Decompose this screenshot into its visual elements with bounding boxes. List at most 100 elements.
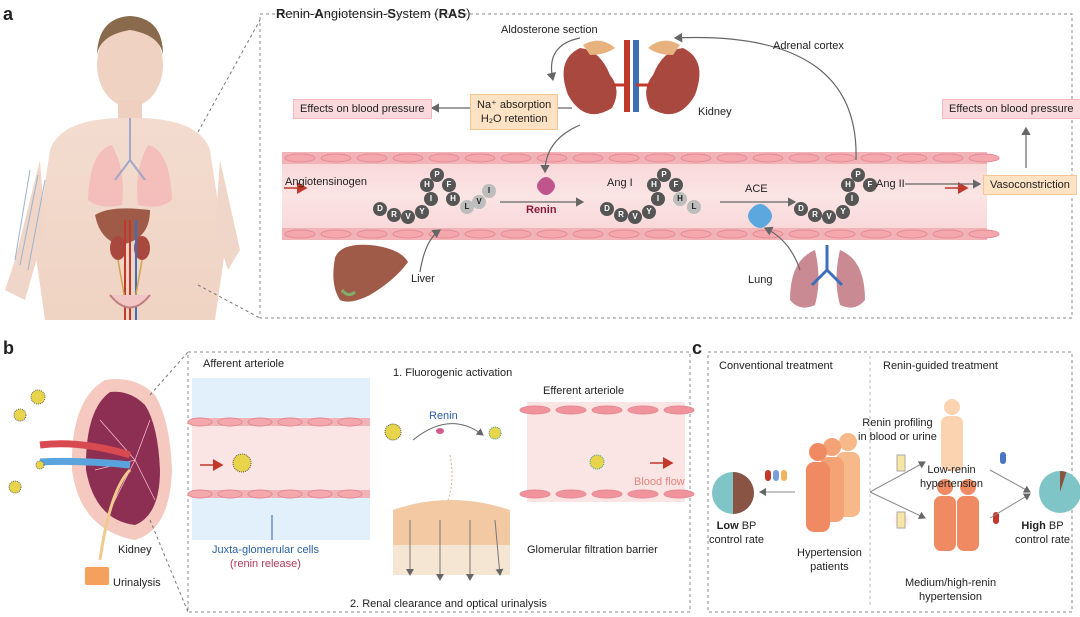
patients-label: Hypertension patients [797, 546, 862, 574]
effects-bp-left-box: Effects on blood pressure [293, 99, 432, 119]
peptide-bead: I [651, 192, 665, 206]
human-figure-illustration [5, 16, 240, 320]
renin-guided-label: Renin-guided treatment [883, 360, 998, 372]
juxta-line2: (renin release) [230, 558, 301, 570]
ace-label: ACE [745, 183, 768, 195]
glomerular-filtration-barrier [393, 454, 510, 581]
blood-flow-label: Blood flow [634, 476, 685, 488]
ang2-label: Ang II [876, 178, 905, 190]
low-bold: Low [716, 520, 739, 532]
peptide-bead: Y [836, 205, 850, 219]
med-renin-line2: hypertension [919, 591, 983, 603]
peptide-bead: H [446, 192, 460, 206]
panel-label-c: c [692, 338, 703, 358]
high-bp-label: High BP control rate [1015, 519, 1070, 547]
peptide-bead: P [851, 168, 865, 182]
blood-vessel [282, 152, 1000, 240]
gfb-label: Glomerular filtration barrier [527, 544, 658, 556]
peptide-bead: Y [415, 205, 429, 219]
high-renin-figure [934, 479, 979, 551]
low-renin-label: Low-renin hypertension [920, 463, 983, 491]
kidney-b-illustration [39, 379, 172, 561]
peptide-bead: D [373, 202, 387, 216]
afferent-arteriole [187, 378, 370, 540]
low-control-pie [712, 472, 754, 514]
kidney-label: Kidney [698, 106, 732, 118]
ang1-label: Ang I [607, 177, 633, 189]
renin-molecule [537, 177, 555, 195]
peptide-bead: F [669, 178, 683, 192]
patients-line2: patients [810, 561, 849, 573]
high-control-pie [1039, 471, 1080, 513]
aldosterone-label: Aldosterone section [501, 24, 598, 36]
lung-label: Lung [748, 274, 773, 286]
peptide-bead: F [442, 178, 456, 192]
peptide-bead: H [841, 178, 855, 192]
renin-label: Renin [526, 204, 557, 216]
angiotensinogen-label: Angiotensinogen [285, 176, 367, 188]
panel-label-b: b [3, 338, 14, 358]
peptide-bead: I [482, 184, 496, 198]
efferent-label: Efferent arteriole [543, 385, 625, 397]
peptide-bead: H [647, 178, 661, 192]
h2o-retention-text: H₂O retention [480, 113, 548, 125]
profiling-line1: Renin profiling [862, 417, 933, 429]
na-absorption-text: Na⁺ absorption [477, 99, 552, 111]
high-bold: High [1021, 520, 1046, 532]
ras-title: Renin-Angiotensin-System (RAS) [276, 6, 471, 21]
peptide-bead: Y [642, 205, 656, 219]
kidney-b-label: Kidney [118, 544, 152, 556]
peptide-bead: I [424, 192, 438, 206]
liver-label: Liver [411, 273, 435, 285]
efferent-arteriole [519, 402, 695, 502]
low-renin-line2: hypertension [920, 478, 983, 490]
pills-icon [765, 452, 1006, 524]
peptide-bead: R [808, 208, 822, 222]
peptide-bead: P [430, 168, 444, 182]
step2-label: 2. Renal clearance and optical urinalysi… [350, 598, 547, 610]
low-line2: control rate [709, 534, 765, 546]
low-bp-label: Low BP control rate [709, 519, 764, 547]
peptide-bead: V [472, 195, 486, 209]
conventional-label: Conventional treatment [719, 360, 833, 372]
peptide-bead: H [673, 192, 687, 206]
med-renin-label: Medium/high-renin hypertension [905, 576, 996, 604]
peptide-bead: V [628, 210, 642, 224]
peptide-bead: R [387, 208, 401, 222]
peptide-bead: F [863, 178, 877, 192]
low-renin-figure [941, 399, 963, 471]
urinalysis-label: Urinalysis [113, 577, 161, 589]
step1-label: 1. Fluorogenic activation [393, 367, 513, 379]
peptide-bead: R [614, 208, 628, 222]
patients-illustration [806, 433, 860, 532]
peptide-bead: D [794, 202, 808, 216]
low-rest: BP [738, 520, 757, 532]
renin-b-label: Renin [429, 410, 458, 422]
peptide-bead: V [401, 210, 415, 224]
renin-profiling-label: Renin profiling in blood or urine [858, 416, 937, 444]
patients-line1: Hypertension [797, 547, 862, 559]
peptide-bead: L [687, 200, 701, 214]
med-renin-line1: Medium/high-renin [905, 577, 997, 589]
peptide-bead: H [420, 178, 434, 192]
lung-illustration [790, 245, 865, 308]
peptide-bead: L [460, 200, 474, 214]
profiling-line2: in blood or urine [858, 431, 937, 443]
high-line2: control rate [1015, 534, 1071, 546]
vasoconstriction-box: Vasoconstriction [983, 175, 1077, 195]
ace-molecule [748, 204, 772, 228]
afferent-label: Afferent arteriole [203, 358, 285, 370]
peptide-bead: D [600, 202, 614, 216]
effects-bp-right-box: Effects on blood pressure [942, 99, 1080, 119]
peptide-bead: V [822, 210, 836, 224]
adrenal-cortex-label: Adrenal cortex [773, 40, 844, 52]
peptide-bead: P [657, 168, 671, 182]
peptide-bead: I [845, 192, 859, 206]
low-renin-line1: Low-renin [927, 464, 976, 476]
kidney-illustration [563, 40, 700, 115]
juxta-label: Juxta-glomerular cells (renin release) [212, 543, 319, 571]
panel-label-a: a [3, 4, 14, 24]
na-absorption-box: Na⁺ absorption H₂O retention [470, 94, 559, 130]
liver-illustration [333, 244, 408, 302]
